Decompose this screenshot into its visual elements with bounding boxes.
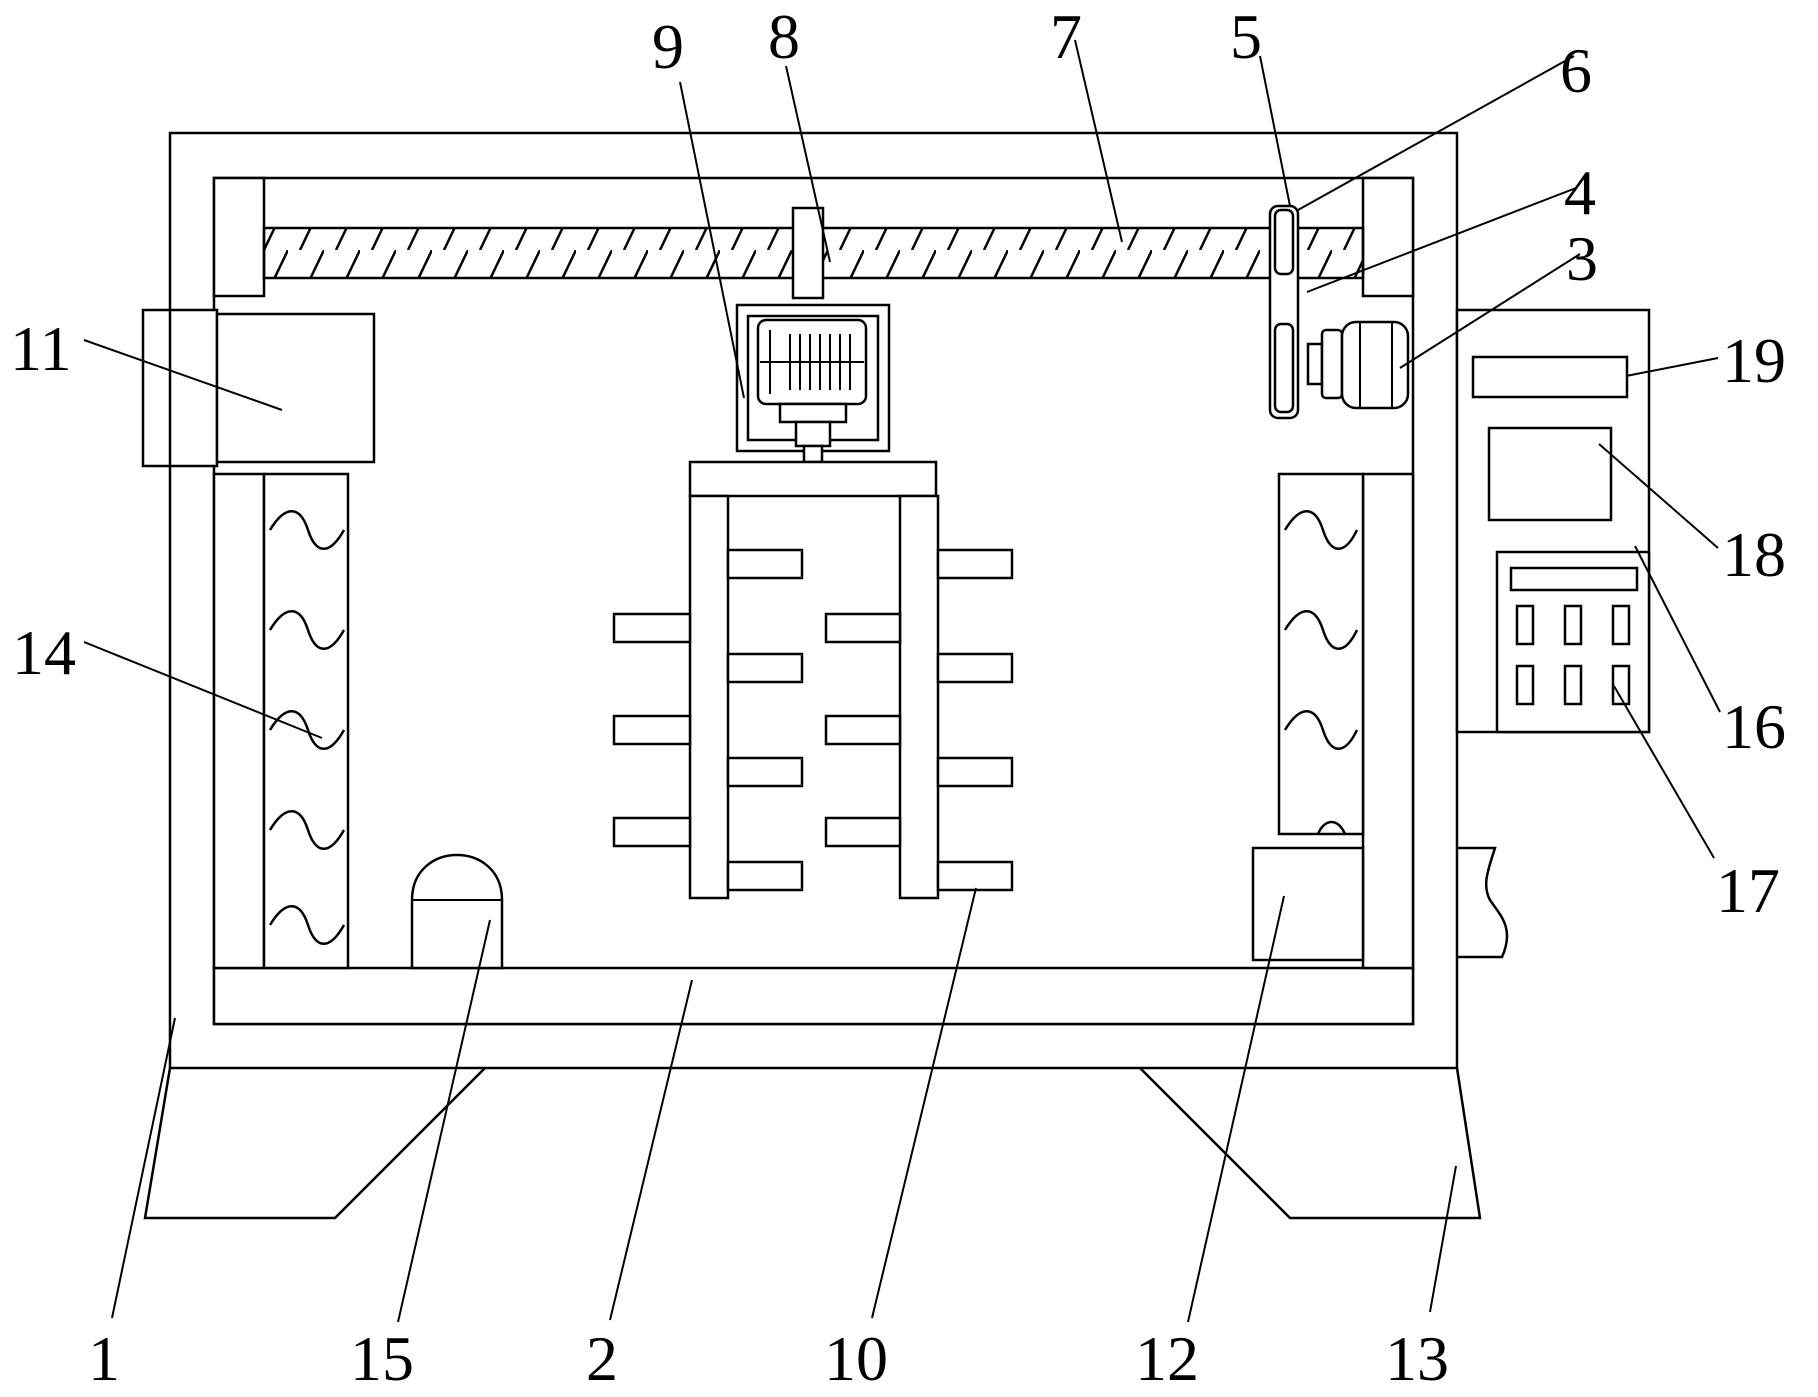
leader-lines: [83, 39, 1721, 1323]
upper-pulley: [1273, 208, 1295, 276]
side-box: [141, 308, 376, 468]
discharge-block: [1251, 846, 1365, 962]
label-17: 17: [1716, 855, 1780, 926]
control-panel: [1455, 308, 1651, 734]
motor-coupling: [1306, 342, 1324, 386]
side-box-body: [215, 312, 376, 464]
slider-and-motor: [735, 206, 891, 464]
label-10: 10: [824, 1323, 888, 1394]
stirring-frame: [612, 460, 1014, 900]
belt-motor: [1340, 320, 1410, 410]
label-19: 19: [1722, 325, 1786, 396]
reference-numerals: 11 14 1 15 2 10 12 13 9 8 7 5 6 4 3 19 1…: [10, 1, 1786, 1394]
belt-drive: [1268, 204, 1410, 420]
label-8: 8: [768, 1, 800, 72]
label-1: 1: [88, 1323, 120, 1394]
display-strip: [1471, 355, 1629, 399]
label-16: 16: [1722, 691, 1786, 762]
label-6: 6: [1560, 35, 1592, 106]
side-box-flange: [141, 308, 219, 468]
label-15: 15: [350, 1323, 414, 1394]
motor-flange: [778, 402, 848, 424]
slider-block: [791, 206, 825, 300]
lower-pulley: [1273, 322, 1295, 414]
motor-shaft: [794, 420, 832, 448]
right-spring-column: [1277, 472, 1415, 970]
display-screen: [1487, 426, 1613, 522]
label-13: 13: [1385, 1323, 1449, 1394]
sensor-dome: [410, 853, 504, 970]
label-14: 14: [12, 617, 76, 688]
label-3: 3: [1566, 223, 1598, 294]
label-11: 11: [10, 313, 72, 384]
label-5: 5: [1230, 1, 1262, 72]
label-9: 9: [652, 11, 684, 82]
label-18: 18: [1722, 519, 1786, 590]
side-outlet: [1457, 846, 1509, 959]
label-12: 12: [1135, 1323, 1199, 1394]
label-7: 7: [1050, 1, 1082, 72]
label-2: 2: [586, 1323, 618, 1394]
bottom-plate: [212, 966, 1415, 1026]
base-feet: [143, 1067, 1482, 1220]
label-4: 4: [1564, 157, 1596, 228]
